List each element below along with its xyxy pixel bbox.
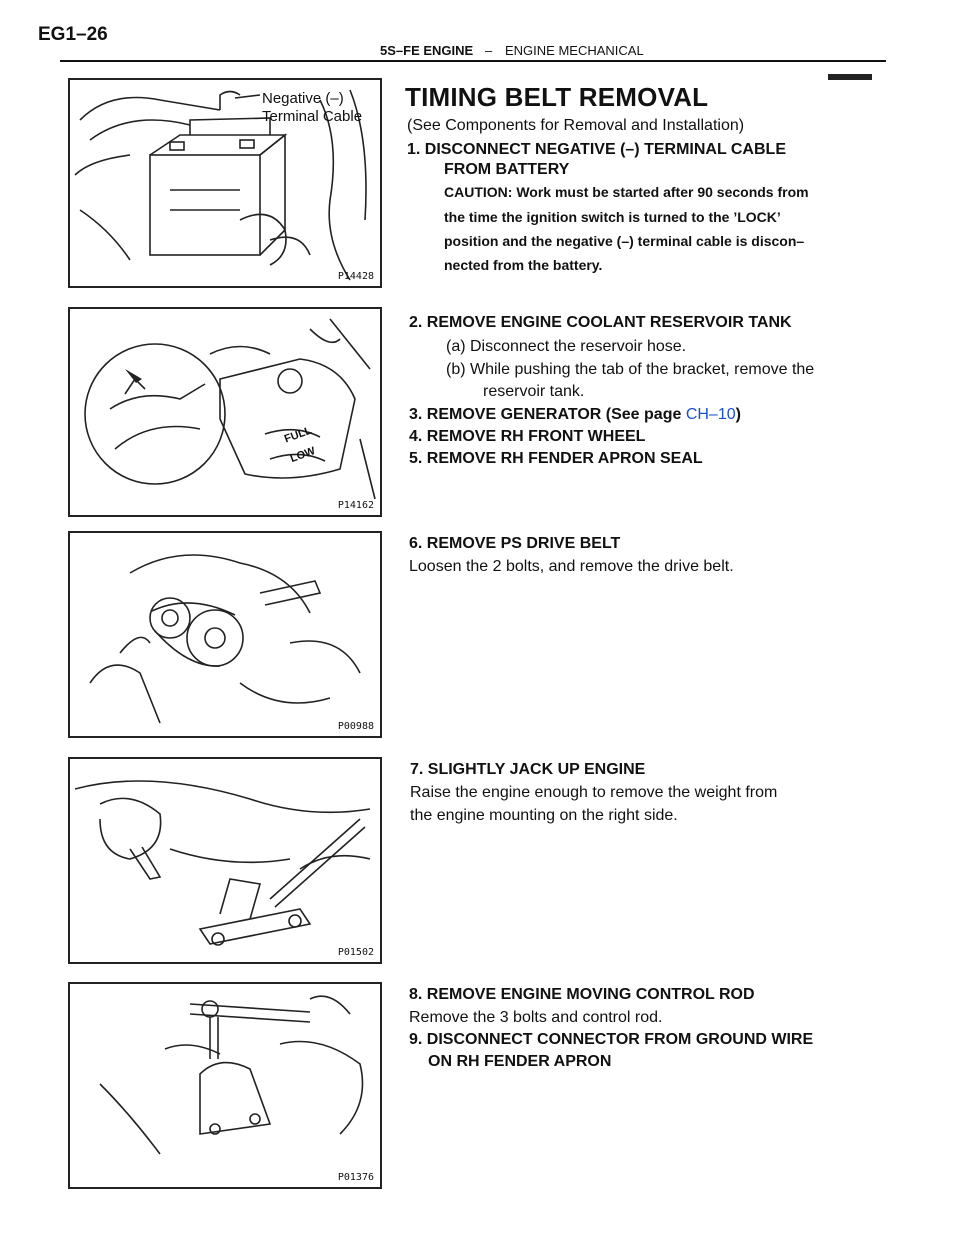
reservoir-illustration (84, 318, 376, 500)
drive-belt-illustration (89, 554, 361, 724)
figure-code: P01376 (337, 1172, 374, 1183)
step-9-heading-cont: ON RH FENDER APRON (428, 1053, 612, 1070)
step-2-heading: 2. REMOVE ENGINE COOLANT RESERVOIR TANK (409, 314, 792, 331)
battery-illustration (74, 89, 367, 281)
terminal-cable-label: Terminal Cable (262, 108, 363, 125)
step-7-heading: 7. SLIGHTLY JACK UP ENGINE (410, 761, 646, 778)
step-3-close: ) (735, 406, 741, 423)
figure-code: P14162 (337, 500, 374, 511)
step-2a-text: (a) Disconnect the reservoir hose. (446, 338, 687, 355)
control-rod-figure: P01376 (68, 982, 382, 1189)
figure-stamp (828, 74, 872, 80)
step-8-text: Remove the 3 bolts and control rod. (409, 1009, 663, 1026)
step-7-text-cont: the engine mounting on the right side. (410, 807, 678, 824)
step-9-heading: 9. DISCONNECT CONNECTOR FROM GROUND WIRE (409, 1031, 814, 1048)
page-id: EG1–26 (38, 24, 108, 45)
step-6-heading: 6. REMOVE PS DRIVE BELT (409, 535, 621, 552)
reservoir-figure: FULL LOW P14162 (68, 307, 382, 517)
caution-line-4: nected from the battery. (444, 257, 603, 273)
step-6-text: Loosen the 2 bolts, and remove the drive… (409, 558, 734, 575)
battery-figure: Negative (–) Terminal Cable P14428 (68, 78, 382, 288)
header-separator: – (485, 43, 493, 58)
drive-belt-figure: P00988 (68, 531, 382, 738)
caution-line-2: the time the ignition switch is turned t… (444, 209, 781, 225)
step-2b-text: (b) While pushing the tab of the bracket… (446, 361, 815, 378)
step-5-heading: 5. REMOVE RH FENDER APRON SEAL (409, 450, 703, 467)
figure-code: P01502 (337, 947, 374, 958)
step-4-heading: 4. REMOVE RH FRONT WHEEL (409, 428, 646, 445)
step-2b-text-cont: reservoir tank. (483, 383, 585, 400)
header-engine: 5S–FE ENGINE (380, 43, 474, 58)
header-rule (60, 60, 886, 62)
jack-illustration (74, 780, 371, 946)
step-7-text: Raise the engine enough to remove the we… (410, 784, 778, 801)
header-section: ENGINE MECHANICAL (505, 43, 644, 58)
step-1-heading: 1. DISCONNECT NEGATIVE (–) TERMINAL CABL… (407, 141, 786, 158)
negative-cable-label: Negative (–) (262, 90, 344, 107)
figure-code: P14428 (337, 271, 374, 282)
jack-figure: P01502 (68, 757, 382, 964)
step-1-heading-cont: FROM BATTERY (444, 161, 570, 178)
control-rod-illustration (99, 995, 364, 1155)
figure-code: P00988 (337, 721, 374, 732)
caution-line-1: CAUTION: Work must be started after 90 s… (444, 184, 809, 200)
page-link-ch10[interactable]: CH–10 (685, 406, 736, 423)
caution-line-3: position and the negative (–) terminal c… (444, 233, 805, 249)
step-3-text: 3. REMOVE GENERATOR (See page (409, 406, 686, 423)
intro-text: (See Components for Removal and Installa… (407, 117, 745, 134)
step-8-heading: 8. REMOVE ENGINE MOVING CONTROL ROD (409, 986, 755, 1003)
step-3-heading: 3. REMOVE GENERATOR (See page CH–10) (409, 403, 741, 427)
page-title: TIMING BELT REMOVAL (405, 82, 709, 112)
